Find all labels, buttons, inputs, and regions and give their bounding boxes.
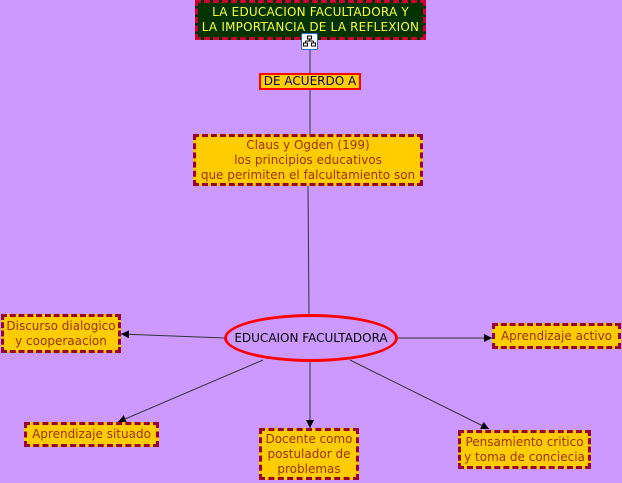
- sitemap-icon-glyph: [303, 35, 316, 47]
- linking-phrase[interactable]: DE ACUERDO A: [259, 73, 361, 90]
- concept-discurso-dialogico[interactable]: Discurso dialogico y cooperaacion: [1, 314, 121, 353]
- concept-docente-postulador[interactable]: Docente como postulador de problemas: [259, 428, 359, 480]
- concept-aprendizaje-activo[interactable]: Aprendizaje activo: [492, 323, 621, 349]
- concept-claus-ogden[interactable]: Claus y Ogden (199) los principios educa…: [193, 134, 423, 186]
- concept-aprendizaje-situado[interactable]: Aprendizaje situado: [24, 422, 159, 447]
- arrow-to-pensamiento: [349, 359, 490, 430]
- concept-educaion-facultadora[interactable]: EDUCAION FACULTADORA: [224, 314, 398, 362]
- line-claus-to-center: [307, 185, 310, 316]
- concept-pensamiento-critico[interactable]: Pensamiento critico y toma de conciecia: [458, 430, 591, 469]
- arrow-to-situado: [117, 359, 264, 423]
- sitemap-icon[interactable]: [301, 33, 318, 50]
- arrow-to-discurso: [120, 330, 226, 339]
